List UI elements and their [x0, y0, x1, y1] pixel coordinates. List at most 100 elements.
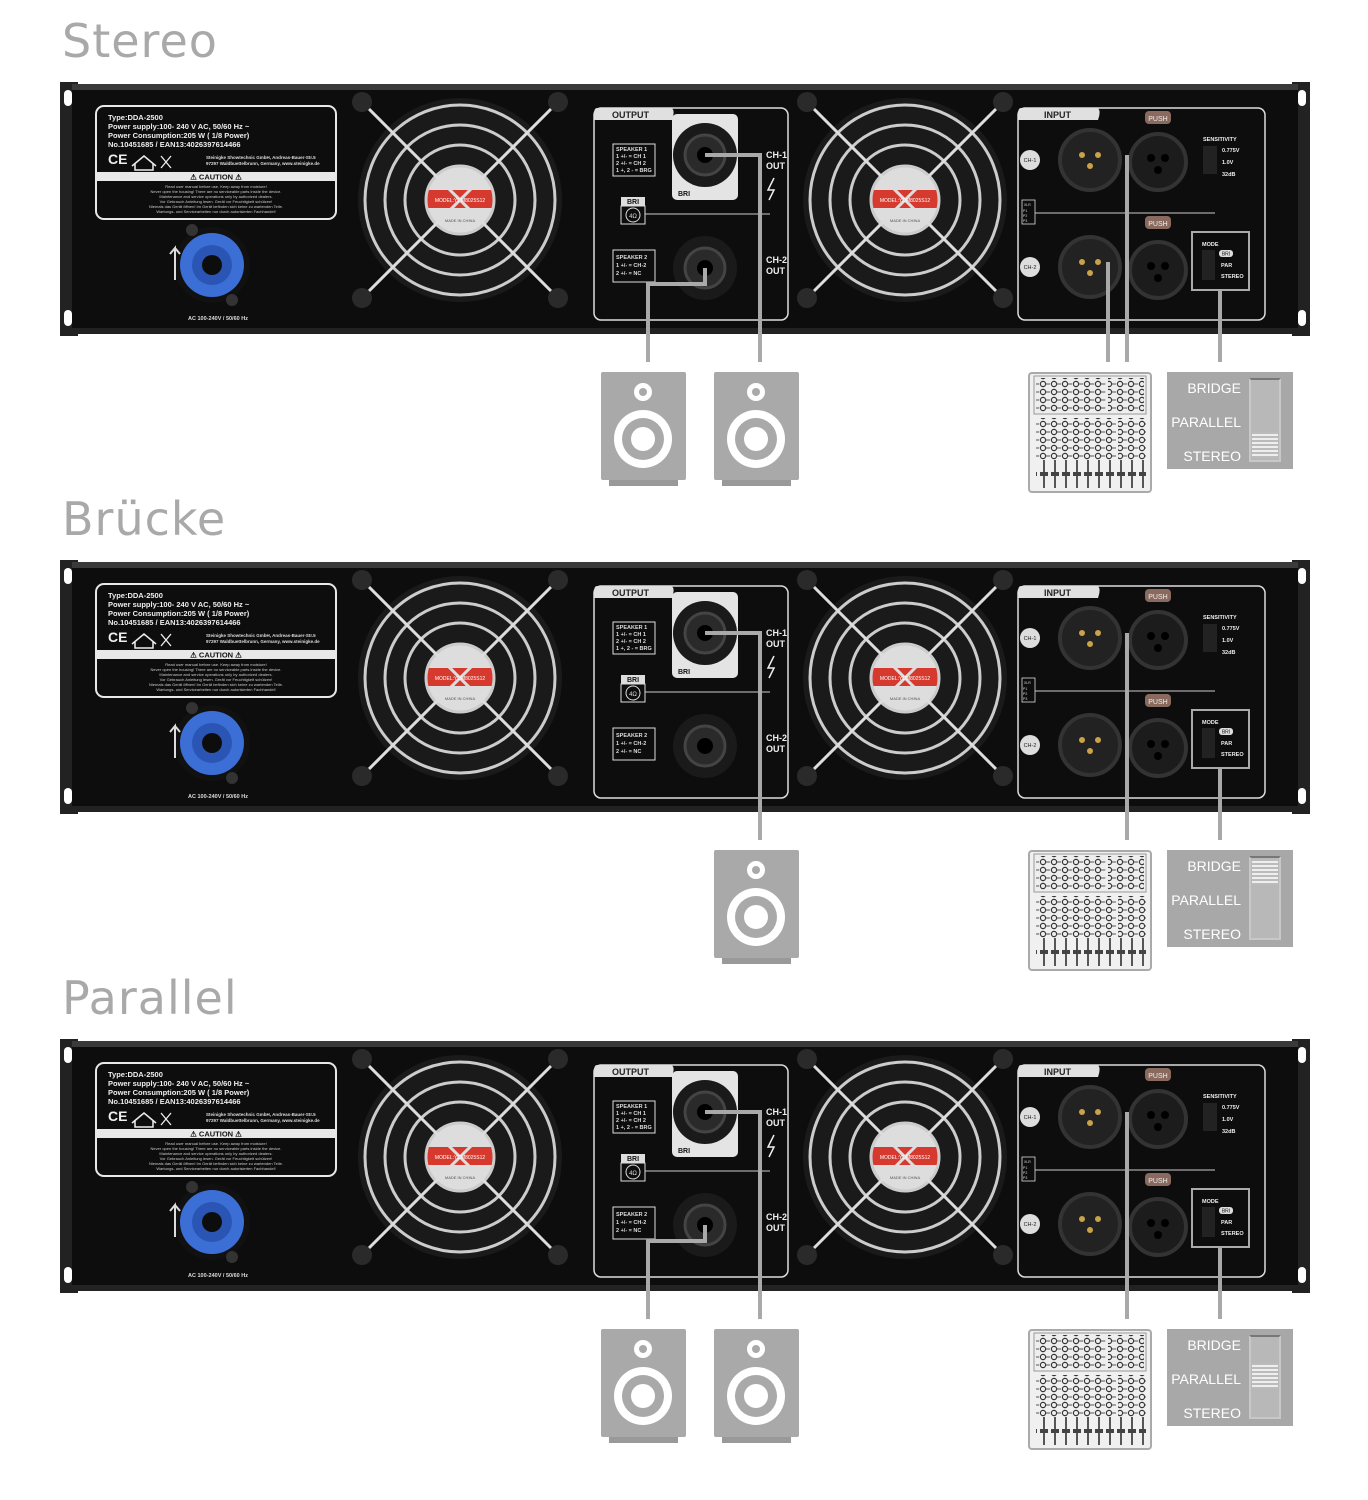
svg-text:CH-1: CH-1 — [1024, 636, 1037, 642]
xlr-male-ch1[interactable] — [1058, 1085, 1122, 1149]
ce-mark: CE — [108, 151, 127, 167]
speakon-ch1-output[interactable] — [673, 601, 737, 665]
svg-text:MADE IN CHINA: MADE IN CHINA — [890, 218, 921, 223]
svg-text:XLR: XLR — [1024, 681, 1031, 685]
xlr-male-ch2[interactable] — [1058, 235, 1122, 299]
fan-right: MODEL:YDM8025S12 MADE IN CHINA — [797, 1049, 1013, 1265]
svg-text:CH-2: CH-2 — [766, 1212, 787, 1222]
xlr-female-ch1[interactable] — [1128, 610, 1188, 670]
svg-text:Power supply:100- 240 V AC, 50: Power supply:100- 240 V AC, 50/60 Hz ~ — [108, 122, 250, 131]
svg-text:OUTPUT: OUTPUT — [612, 110, 650, 120]
mode-switch[interactable] — [1202, 1207, 1215, 1237]
svg-text:CH-2: CH-2 — [766, 733, 787, 743]
high-voltage-icon — [766, 1134, 776, 1158]
speakon-ch2-output[interactable] — [673, 1193, 737, 1257]
svg-text:OUTPUT: OUTPUT — [612, 588, 650, 598]
xlr-female-ch2[interactable] — [1128, 718, 1188, 778]
svg-text:Wartungs- und Servicearbeiten: Wartungs- und Servicearbeiten nur durch … — [156, 209, 275, 214]
svg-text:1.0V: 1.0V — [1222, 1117, 1234, 1123]
speakon-ch1-output[interactable] — [673, 1080, 737, 1144]
mode-switch[interactable] — [1202, 250, 1215, 280]
powercon-input-connector[interactable] — [169, 702, 250, 784]
powercon-input-connector[interactable] — [169, 1181, 250, 1263]
svg-text:P2: P2 — [1023, 1171, 1027, 1175]
switch-knob — [1252, 432, 1278, 458]
svg-text:PUSH: PUSH — [1148, 699, 1167, 706]
speakon-ch1-output[interactable] — [673, 123, 737, 187]
svg-text:4Ω: 4Ω — [629, 1171, 637, 1177]
switch-label-parallel: PARALLEL — [1171, 892, 1241, 908]
push-release-ch2[interactable] — [1145, 694, 1171, 707]
xlr-female-ch1[interactable] — [1128, 132, 1188, 192]
svg-text:CH-1: CH-1 — [1024, 1115, 1037, 1121]
svg-text:0.775V: 0.775V — [1222, 148, 1240, 154]
lock-arrow-icon — [169, 1202, 181, 1237]
push-release-ch1[interactable] — [1145, 111, 1171, 124]
indoor-use-icon — [131, 1112, 157, 1128]
push-release-ch1[interactable] — [1145, 589, 1171, 602]
svg-text:Power Consumption:205 W ( 1/8: Power Consumption:205 W ( 1/8 Power) — [108, 609, 250, 618]
svg-text:2 +/- = NC: 2 +/- = NC — [616, 271, 641, 277]
svg-text:97297 Waldbuettelbrunn, German: 97297 Waldbuettelbrunn, Germany, www.ste… — [206, 1118, 320, 1123]
sensitivity-switch[interactable] — [1203, 146, 1217, 174]
svg-text:XLR: XLR — [1024, 1160, 1031, 1164]
svg-text:Niemals das Gerät öffnen! Im G: Niemals das Gerät öffnen! Im Gerät befin… — [149, 204, 283, 209]
type-label: Type:DDA-2500 Power supply:100- 240 V AC… — [95, 1062, 337, 1177]
xlr-female-ch2[interactable] — [1128, 240, 1188, 300]
section-title: Parallel — [62, 971, 238, 1025]
svg-text:MODEL:YDM8025S12: MODEL:YDM8025S12 — [435, 676, 486, 682]
svg-text:OUT: OUT — [766, 744, 786, 754]
svg-text:MODE: MODE — [1202, 242, 1219, 248]
push-release-ch2[interactable] — [1145, 1173, 1171, 1186]
svg-text:Maintenance and service operat: Maintenance and service operations only … — [159, 194, 272, 199]
input-panel: INPUT CH-1 CH-2 PUSH PUSH XLR P1 P2 P3 S… — [1017, 1064, 1266, 1278]
svg-text:1.0V: 1.0V — [1222, 160, 1234, 166]
svg-text:P1: P1 — [1023, 209, 1027, 213]
push-release-ch2[interactable] — [1145, 216, 1171, 229]
speakon-ch2-output[interactable] — [673, 714, 737, 778]
section-title: Stereo — [62, 14, 218, 68]
switch-label-bridge: BRIDGE — [1187, 1337, 1241, 1353]
svg-text:SPEAKER 1: SPEAKER 1 — [616, 147, 647, 153]
switch-label-stereo: STEREO — [1183, 926, 1241, 942]
mixer-icon — [1028, 850, 1152, 971]
svg-text:MADE IN CHINA: MADE IN CHINA — [445, 696, 476, 701]
svg-text:1 +/- = CH-2: 1 +/- = CH-2 — [616, 741, 646, 747]
svg-text:1 +/- = CH 1: 1 +/- = CH 1 — [616, 632, 646, 638]
xlr-male-ch2[interactable] — [1058, 1192, 1122, 1256]
svg-text:BRI: BRI — [678, 669, 690, 676]
power-rating-label: AC 100-240V / 50/60 Hz — [188, 316, 248, 322]
svg-text:MODEL:YDM8025S12: MODEL:YDM8025S12 — [880, 198, 931, 204]
svg-text:Type:DDA-2500: Type:DDA-2500 — [108, 591, 163, 600]
svg-text:1 +/- = CH 1: 1 +/- = CH 1 — [616, 154, 646, 160]
speaker-icon — [601, 1329, 686, 1443]
svg-text:OUT: OUT — [766, 266, 786, 276]
svg-text:PAR: PAR — [1221, 1220, 1232, 1226]
svg-text:Read user manual before use. K: Read user manual before use. Keep away f… — [165, 1141, 266, 1146]
xlr-female-ch1[interactable] — [1128, 1089, 1188, 1149]
amplifier-rear-panel: Type:DDA-2500 Power supply:100- 240 V AC… — [60, 560, 1310, 814]
push-release-ch1[interactable] — [1145, 1068, 1171, 1081]
svg-text:PUSH: PUSH — [1148, 221, 1167, 228]
svg-text:PUSH: PUSH — [1148, 594, 1167, 601]
speaker-icon — [714, 850, 799, 964]
power-rating-label: AC 100-240V / 50/60 Hz — [188, 1273, 248, 1279]
sensitivity-switch[interactable] — [1203, 624, 1217, 652]
xlr-male-ch1[interactable] — [1058, 606, 1122, 670]
mode-switch-diagram: BRIDGE PARALLEL STEREO — [1167, 372, 1293, 469]
powercon-input-connector[interactable] — [169, 224, 250, 306]
xlr-male-ch1[interactable] — [1058, 128, 1122, 192]
svg-text:32dB: 32dB — [1222, 1129, 1235, 1135]
mode-switch[interactable] — [1202, 728, 1215, 758]
sensitivity-switch[interactable] — [1203, 1103, 1217, 1131]
lock-arrow-icon — [169, 245, 181, 280]
xlr-male-ch2[interactable] — [1058, 713, 1122, 777]
fan-left: MODEL:YDM8025S12 MADE IN CHINA — [352, 570, 568, 786]
speakon-ch2-output[interactable] — [673, 236, 737, 300]
svg-text:SPEAKER 2: SPEAKER 2 — [616, 255, 647, 261]
svg-text:STEREO: STEREO — [1221, 274, 1244, 280]
switch-track — [1249, 856, 1281, 940]
svg-text:No.10451685 / EAN13:4026397614: No.10451685 / EAN13:4026397614466 — [108, 618, 241, 627]
xlr-female-ch2[interactable] — [1128, 1197, 1188, 1257]
high-voltage-icon — [766, 177, 776, 201]
